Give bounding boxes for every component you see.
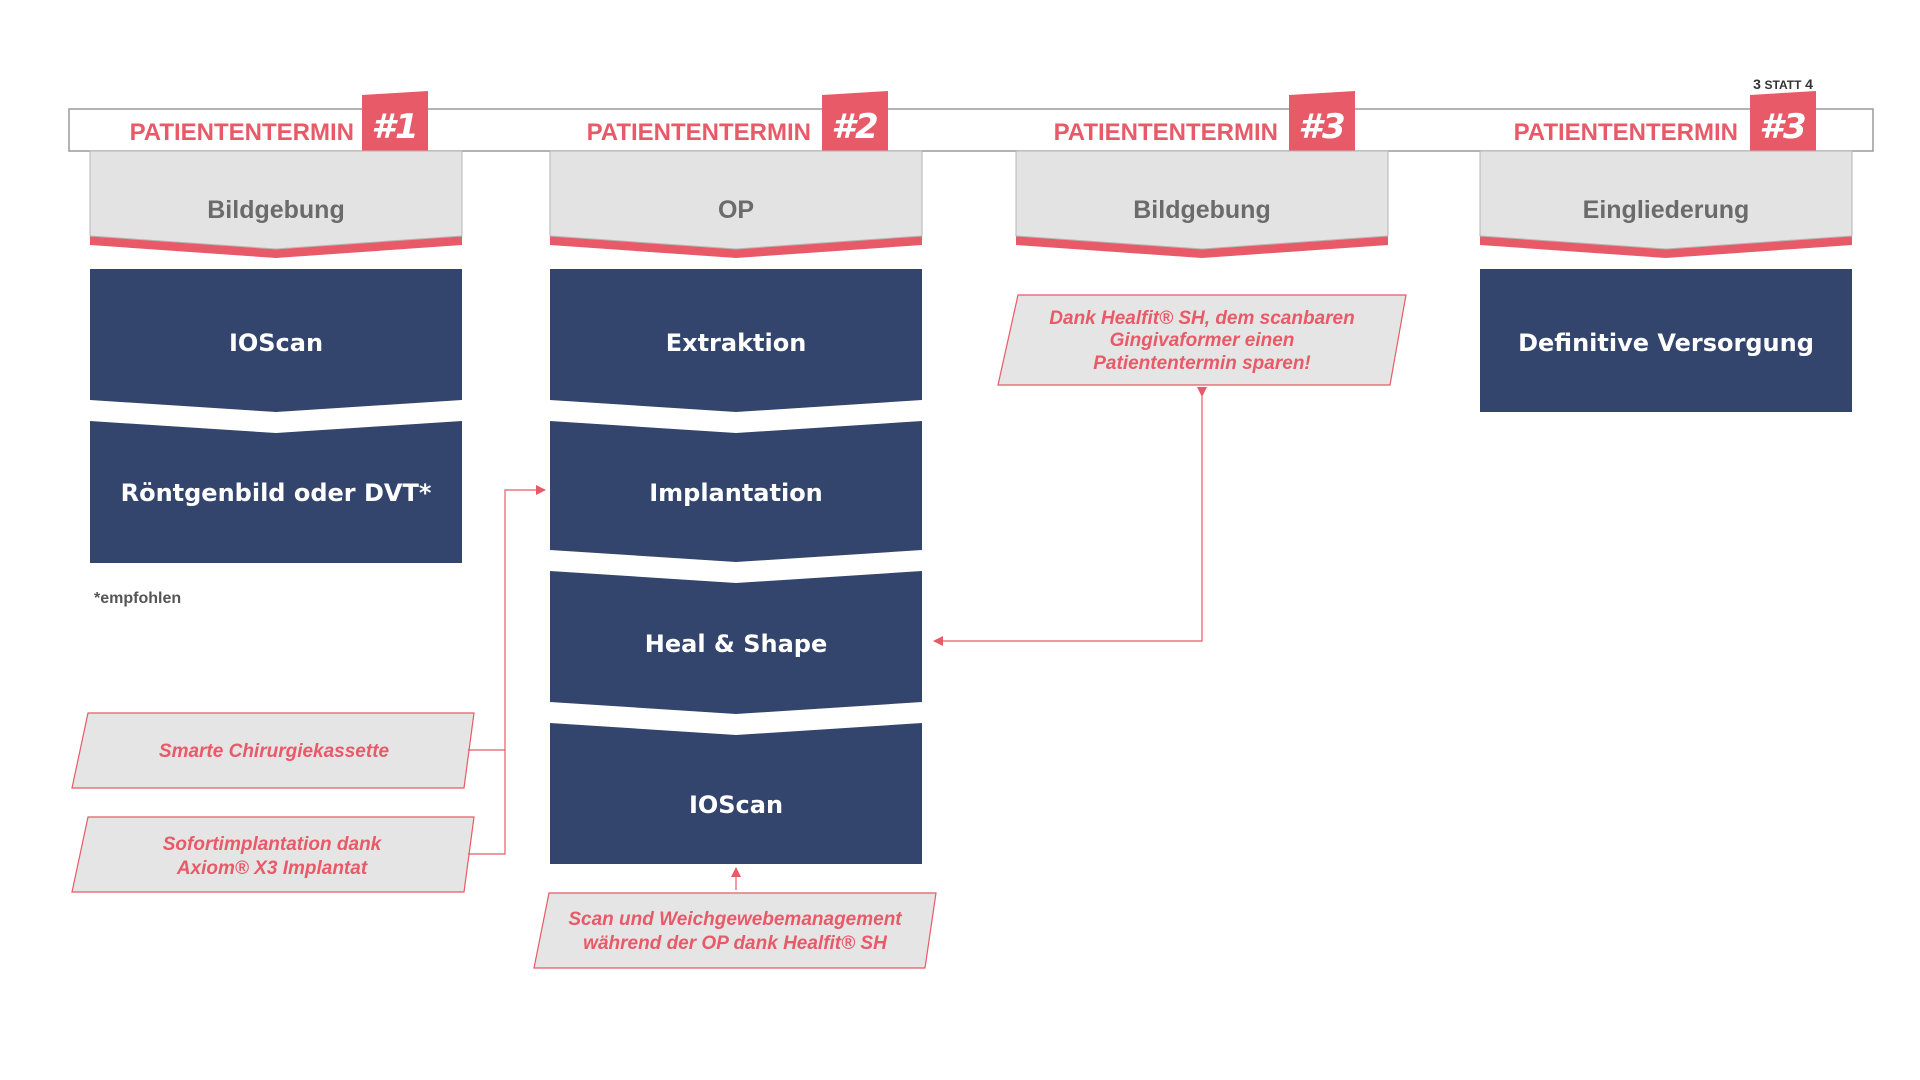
step-implantation-label: Implantation <box>649 479 823 507</box>
step-implantation: Implantation <box>550 421 922 562</box>
step-heal-shape-box <box>550 571 922 714</box>
step-heal-shape: Heal & Shape <box>550 571 922 714</box>
phase-eingliederung-box <box>1479 150 1853 250</box>
step-extraktion-box <box>550 269 922 412</box>
step-ioscan-2-box <box>550 723 922 864</box>
phase-bildgebung-1: Bildgebung <box>89 150 463 258</box>
note-scan-tissue-line-1: Scan und Weichgewebemanagement <box>568 909 902 930</box>
step-roentgen: Röntgenbild oder DVT* <box>90 421 462 563</box>
appointment-1-label: PATIENTENTERMIN <box>130 119 354 146</box>
appointment-1-ribbon <box>362 91 428 158</box>
appointment-4: PATIENTENTERMIN #3 3 STATT 4 Eingliederu… <box>1479 76 1853 412</box>
phase-bildgebung-3-box <box>1015 150 1389 250</box>
step-definitive-versorgung: Definitive Versorgung <box>1480 269 1852 412</box>
step-ioscan-1: IOScan <box>90 269 462 412</box>
appointment-3-ribbon <box>1289 91 1355 158</box>
appointment-3-label: PATIENTENTERMIN <box>1054 119 1278 146</box>
appointment-3-number: #3 <box>1298 107 1345 147</box>
note-scan-tissue-box <box>533 892 937 969</box>
note-immediate-implant-box <box>71 816 475 893</box>
appointment-2-ribbon <box>822 91 888 158</box>
appointment-1: PATIENTENTERMIN #1 Bildgebung IOScan Rön… <box>89 91 463 607</box>
appointment-3: PATIENTENTERMIN #3 Bildgebung <box>1015 91 1389 258</box>
phase-op: OP <box>549 150 923 258</box>
appointment-4-ribbon <box>1750 91 1816 158</box>
phase-bildgebung-1-label: Bildgebung <box>207 196 344 224</box>
connector-healfit-healshape <box>933 387 1207 646</box>
step-implantation-box <box>550 421 922 562</box>
phase-op-label: OP <box>718 196 754 224</box>
note-immediate-implant-line-2: Axiom® X3 Implantat <box>176 858 368 879</box>
three-instead-of-four-badge: 3 STATT 4 <box>1753 76 1813 92</box>
phase-bildgebung-3-label: Bildgebung <box>1133 196 1270 224</box>
note-healfit-saving-line-3: Patiententermin sparen! <box>1093 353 1311 374</box>
appointment-4-label: PATIENTENTERMIN <box>1514 119 1738 146</box>
phase-eingliederung-label: Eingliederung <box>1583 196 1750 224</box>
step-extraktion: Extraktion <box>550 269 922 412</box>
note-healfit-saving-box <box>997 294 1407 386</box>
step-ioscan-1-box <box>90 269 462 412</box>
note-immediate-implant-line-1: Sofortimplantation dank <box>163 834 383 855</box>
note-healfit-saving-line-2: Gingivaformer einen <box>1110 330 1295 351</box>
phase-bildgebung-1-box <box>89 150 463 250</box>
step-heal-shape-label: Heal & Shape <box>645 630 827 658</box>
note-scan-tissue: Scan und Weichgewebemanagement während d… <box>533 892 937 969</box>
step-ioscan-2-label: IOScan <box>689 791 783 819</box>
step-roentgen-box <box>90 421 462 563</box>
phase-op-box <box>549 150 923 250</box>
appointment-4-number: #3 <box>1759 107 1806 147</box>
phase-bildgebung-3: Bildgebung <box>1015 150 1389 258</box>
note-scan-tissue-line-2: während der OP dank Healfit® SH <box>583 933 888 954</box>
appointment-1-number: #1 <box>371 107 418 147</box>
step-ioscan-1-label: IOScan <box>229 329 323 357</box>
note-smart-cassette-box <box>71 712 475 789</box>
appointment-2-number: #2 <box>831 107 878 147</box>
appointment-2-label: PATIENTENTERMIN <box>587 119 811 146</box>
step-definitive-versorgung-label: Definitive Versorgung <box>1518 329 1814 357</box>
note-smart-cassette-line-1: Smarte Chirurgiekassette <box>159 741 390 762</box>
connector-implant-branch <box>468 750 506 855</box>
note-healfit-saving-line-1: Dank Healfit® SH, dem scanbaren <box>1049 308 1354 329</box>
badge-from: 3 <box>1753 76 1761 92</box>
step-extraktion-label: Extraktion <box>666 329 807 357</box>
connector-cassette-implantation <box>468 485 546 751</box>
note-healfit-saving: Dank Healfit® SH, dem scanbaren Gingivaf… <box>997 294 1407 386</box>
step-ioscan-2: IOScan <box>550 723 922 864</box>
badge-word: STATT <box>1765 78 1803 92</box>
badge-to: 4 <box>1805 76 1813 92</box>
step-definitive-versorgung-box <box>1480 269 1852 412</box>
note-immediate-implant: Sofortimplantation dank Axiom® X3 Implan… <box>71 816 475 893</box>
note-smart-cassette: Smarte Chirurgiekassette <box>71 712 475 789</box>
appointment-2: PATIENTENTERMIN #2 OP Extraktion Implant… <box>549 91 923 864</box>
step-roentgen-label: Röntgenbild oder DVT* <box>121 479 432 507</box>
footnote-empfohlen: *empfohlen <box>94 590 181 607</box>
phase-eingliederung: Eingliederung <box>1479 150 1853 258</box>
